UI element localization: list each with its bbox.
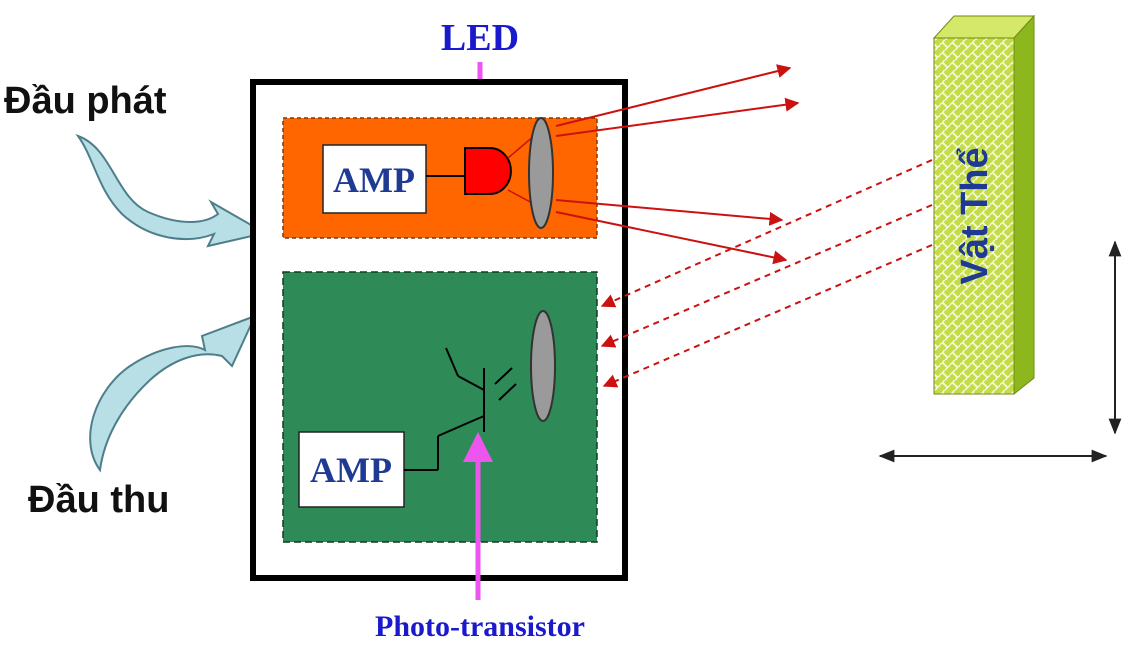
- emitted-rays: [555, 64, 800, 265]
- reflected-ray: [600, 204, 933, 348]
- led-label: LED: [441, 17, 519, 59]
- curved-arrow-icon: [75, 133, 268, 248]
- object-side-face: [1013, 14, 1035, 396]
- reflected-ray: [602, 244, 933, 388]
- led-diode-icon: [464, 147, 512, 195]
- receiver-label: Đầu thu: [28, 479, 169, 521]
- object-label: Vật Thể: [954, 147, 996, 284]
- curved-arrow-icon: [89, 314, 257, 473]
- amp-box-top: [322, 144, 427, 214]
- amp-label-bottom: AMP: [310, 450, 392, 490]
- led-beam-down: [507, 189, 535, 205]
- lens-icon: [530, 310, 556, 422]
- emitted-ray: [555, 97, 800, 137]
- object-front-face: [933, 37, 1015, 395]
- led-beam-up: [507, 135, 535, 159]
- reflected-ray: [600, 159, 933, 308]
- object-block: Vật Thể: [932, 14, 1036, 396]
- emitted-ray: [555, 64, 792, 127]
- emitted-ray: [555, 211, 788, 265]
- lens-icon: [528, 117, 554, 229]
- emitted-ray: [555, 199, 784, 226]
- phototransistor-symbol-icon: [404, 347, 517, 471]
- emitter-label: Đầu phát: [4, 80, 167, 122]
- amp-box-bottom: [298, 431, 405, 508]
- reflected-rays: [600, 159, 933, 388]
- phototransistor-label: Photo-transistor: [375, 610, 585, 643]
- amp-label-top: AMP: [333, 160, 415, 200]
